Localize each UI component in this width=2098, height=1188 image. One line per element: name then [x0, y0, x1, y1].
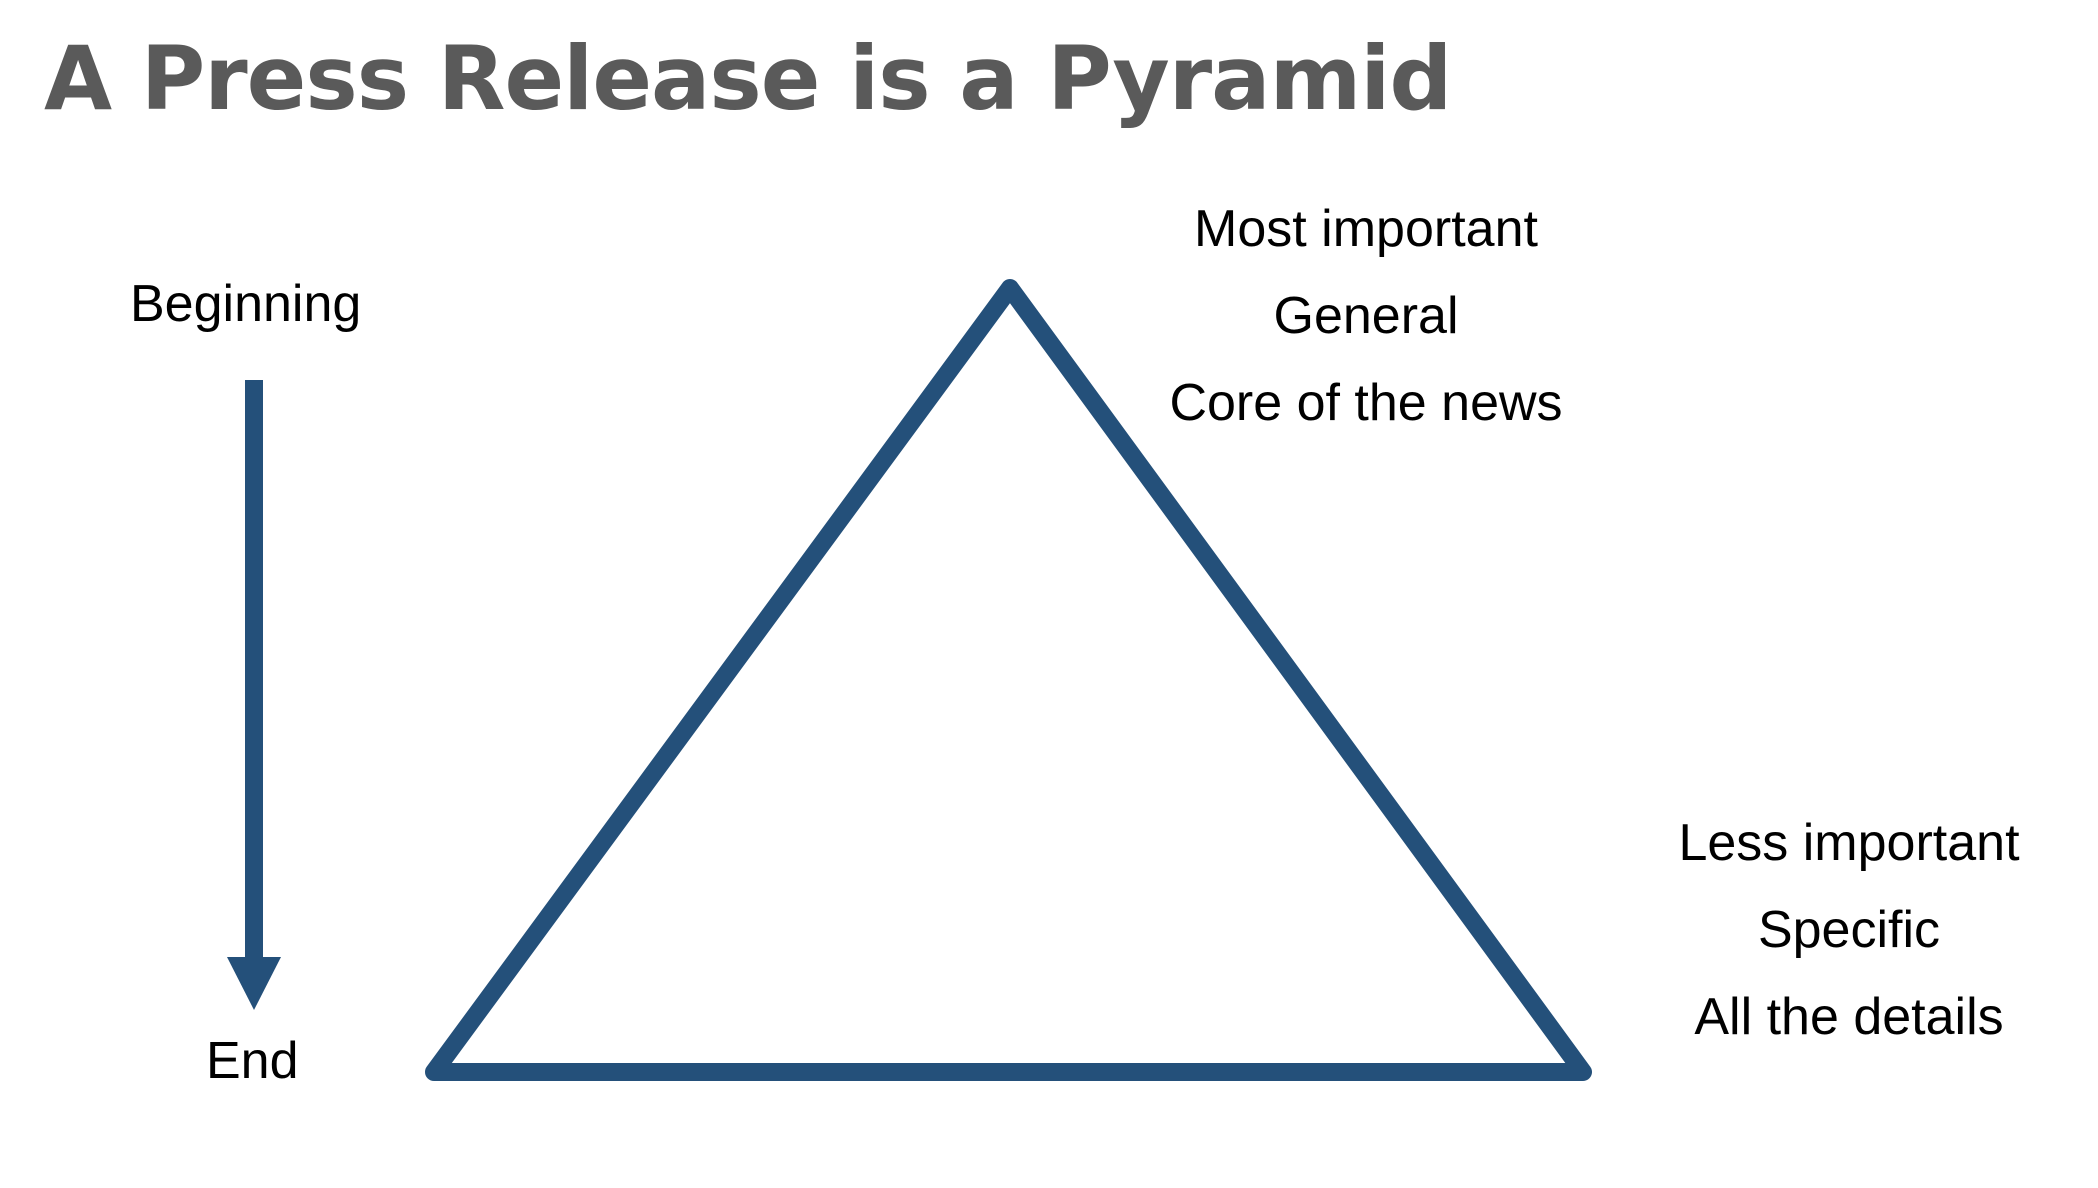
top-note-general: General [1273, 287, 1459, 345]
down-arrow-head [227, 957, 281, 1010]
pyramid-triangle [425, 279, 1592, 1081]
bottom-notes: Less important Specific All the details [1549, 813, 2098, 1074]
bottom-note-less-important: Less important [1678, 814, 2020, 872]
slide-title: A Press Release is a Pyramid [44, 27, 1452, 130]
end-label: End [206, 1032, 299, 1090]
bottom-note-all-details: All the details [1694, 988, 2004, 1046]
top-note-core-of-news: Core of the news [1169, 374, 1563, 432]
top-notes: Most important General Core of the news [1066, 199, 1666, 460]
top-note-most-important: Most important [1194, 200, 1538, 258]
bottom-note-specific: Specific [1757, 901, 1941, 959]
beginning-label: Beginning [130, 275, 362, 333]
